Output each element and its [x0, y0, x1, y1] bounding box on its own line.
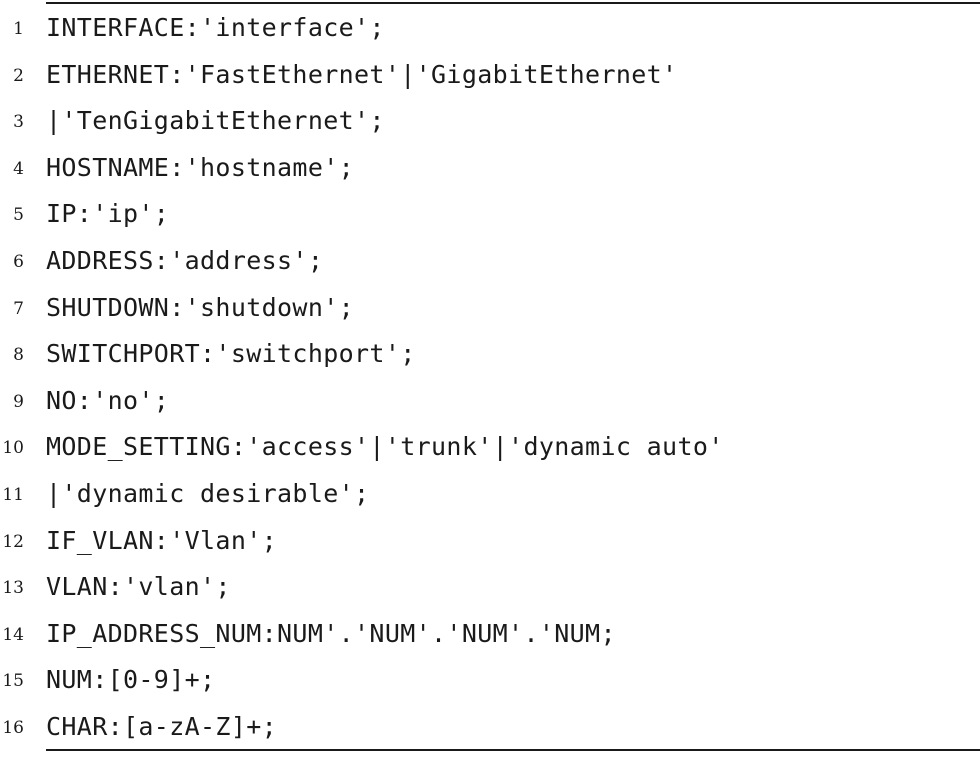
code-line: 6 ADDRESS:'address'; [0, 237, 980, 284]
code-text: IF_VLAN:'Vlan'; [46, 525, 278, 555]
code-line: 5 IP:'ip'; [0, 190, 980, 237]
line-number: 1 [13, 19, 24, 39]
code-listing: 1 INTERFACE:'interface'; 2 ETHERNET:'Fas… [0, 2, 980, 751]
code-line: 7 SHUTDOWN:'shutdown'; [0, 284, 980, 331]
line-number: 14 [2, 624, 24, 645]
line-number: 7 [13, 298, 24, 319]
code-line: 12 IF_VLAN:'Vlan'; [0, 517, 980, 564]
code-text: IP:'ip'; [46, 199, 170, 229]
line-number: 3 [13, 112, 24, 133]
line-number: 2 [13, 65, 24, 86]
code-line: 10 MODE_SETTING:'access'|'trunk'|'dynami… [0, 423, 980, 470]
code-text: |'TenGigabitEthernet'; [46, 106, 385, 136]
bottom-rule [46, 749, 980, 751]
line-number: 9 [13, 391, 24, 412]
code-text: ADDRESS:'address'; [46, 245, 324, 275]
line-number: 10 [2, 438, 24, 459]
code-text: SHUTDOWN:'shutdown'; [46, 292, 355, 322]
code-text: INTERFACE:'interface'; [46, 13, 385, 42]
code-line: 15 NUM:[0-9]+; [0, 656, 980, 703]
line-number: 11 [2, 484, 24, 505]
code-line: 8 SWITCHPORT:'switchport'; [0, 330, 980, 377]
line-number: 15 [2, 671, 24, 692]
code-line: 14 IP_ADDRESS_NUM:NUM'.'NUM'.'NUM'.'NUM; [0, 610, 980, 657]
code-line: 3 |'TenGigabitEthernet'; [0, 97, 980, 144]
line-number: 13 [2, 578, 24, 599]
code-text: |'dynamic desirable'; [46, 478, 370, 508]
code-text: ETHERNET:'FastEthernet'|'GigabitEthernet… [46, 59, 678, 89]
code-line: 13 VLAN:'vlan'; [0, 563, 980, 610]
code-text: CHAR:[a-zA-Z]+; [46, 711, 278, 741]
line-number: 5 [13, 205, 24, 226]
line-number: 12 [2, 531, 24, 552]
code-text: HOSTNAME:'hostname'; [46, 152, 355, 182]
top-rule [46, 2, 980, 4]
listing-lines: 1 INTERFACE:'interface'; 2 ETHERNET:'Fas… [0, 4, 980, 750]
code-line: 16 CHAR:[a-zA-Z]+; [0, 703, 980, 750]
code-text: SWITCHPORT:'switchport'; [46, 339, 416, 369]
code-text: NO:'no'; [46, 385, 170, 415]
code-line: 4 HOSTNAME:'hostname'; [0, 144, 980, 191]
code-line: 2 ETHERNET:'FastEthernet'|'GigabitEthern… [0, 51, 980, 98]
line-number: 4 [13, 158, 24, 179]
code-text: VLAN:'vlan'; [46, 572, 231, 602]
code-text: NUM:[0-9]+; [46, 665, 216, 695]
line-number: 16 [2, 717, 24, 738]
code-text: MODE_SETTING:'access'|'trunk'|'dynamic a… [46, 432, 724, 462]
code-line: 1 INTERFACE:'interface'; [0, 4, 980, 51]
code-line: 11 |'dynamic desirable'; [0, 470, 980, 517]
code-line: 9 NO:'no'; [0, 377, 980, 424]
line-number: 6 [13, 251, 24, 272]
line-number: 8 [13, 345, 24, 366]
code-text: IP_ADDRESS_NUM:NUM'.'NUM'.'NUM'.'NUM; [46, 618, 616, 648]
